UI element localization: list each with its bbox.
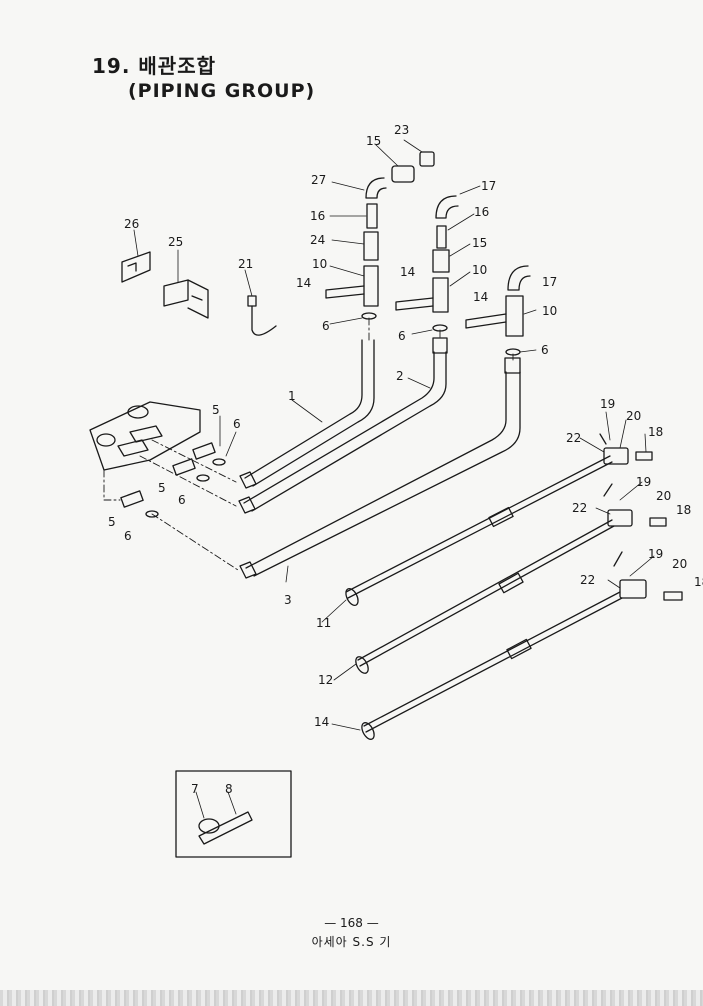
callout-16b: 16 — [474, 205, 489, 219]
callout-6d: 6 — [322, 319, 330, 333]
fitting-stack-1 — [325, 151, 435, 320]
callout-10b: 10 — [472, 263, 487, 277]
callout-11: 11 — [316, 616, 331, 630]
scan-edge-strip — [0, 990, 703, 1006]
callout-25: 25 — [168, 235, 183, 249]
cable-11 — [345, 455, 613, 606]
fitting-5a — [192, 442, 226, 466]
callout-22c: 22 — [580, 573, 595, 587]
fitting-5c — [120, 490, 159, 518]
callout-19a: 19 — [600, 397, 615, 411]
callout-20a: 20 — [626, 409, 641, 423]
callout-6c: 6 — [124, 529, 132, 543]
leader-lines — [133, 139, 655, 819]
page-title-english: (PIPING GROUP) — [128, 80, 316, 102]
callout-15a: 15 — [366, 134, 381, 148]
callout-14d: 14 — [314, 715, 329, 729]
clevis-assembly-2 — [603, 483, 667, 527]
callout-1: 1 — [288, 389, 296, 403]
callout-5b: 5 — [158, 481, 166, 495]
pipe-1 — [239, 339, 375, 489]
callout-18c: 18 — [694, 575, 703, 589]
callout-18b: 18 — [676, 503, 691, 517]
center-lines — [103, 317, 514, 571]
callout-22a: 22 — [566, 431, 581, 445]
callout-26: 26 — [124, 217, 139, 231]
callout-21: 21 — [238, 257, 253, 271]
callout-12: 12 — [318, 673, 333, 687]
callout-14a: 14 — [296, 276, 311, 290]
fitting-stack-2 — [395, 195, 459, 332]
manifold-block — [89, 401, 201, 471]
callout-22b: 22 — [572, 501, 587, 515]
callout-18a: 18 — [648, 425, 663, 439]
callout-6e: 6 — [398, 329, 406, 343]
callout-20c: 20 — [672, 557, 687, 571]
footer-caption: 아세아 S.S 기 — [311, 935, 392, 949]
callout-14c: 14 — [473, 290, 488, 304]
pipe-2 — [238, 337, 448, 514]
callout-16a: 16 — [310, 209, 325, 223]
fitting-stack-3 — [465, 265, 531, 356]
callout-6a: 6 — [233, 417, 241, 431]
fitting-5b — [172, 458, 210, 482]
callout-2: 2 — [396, 369, 404, 383]
callout-5c: 5 — [108, 515, 116, 529]
bracket-25 — [163, 279, 209, 319]
bracket-26 — [121, 251, 151, 283]
page-title-korean: 19. 배관조합 — [92, 54, 216, 78]
cable-12 — [355, 519, 615, 674]
page-number: — 168 — — [324, 916, 379, 930]
callout-6f: 6 — [541, 343, 549, 357]
cable-14 — [361, 591, 623, 740]
pipe-3 — [239, 357, 521, 579]
callout-10c: 10 — [542, 304, 557, 318]
callout-19b: 19 — [636, 475, 651, 489]
clevis-assembly-3 — [613, 551, 683, 601]
callout-3: 3 — [284, 593, 292, 607]
callout-27: 27 — [311, 173, 326, 187]
callout-23: 23 — [394, 123, 409, 137]
inset-detail-box — [175, 770, 292, 858]
callout-6b: 6 — [178, 493, 186, 507]
callout-7: 7 — [191, 782, 199, 796]
callout-19c: 19 — [648, 547, 663, 561]
callout-20b: 20 — [656, 489, 671, 503]
callout-5a: 5 — [212, 403, 220, 417]
callout-17b: 17 — [542, 275, 557, 289]
clip-21 — [247, 295, 277, 336]
callout-15b: 15 — [472, 236, 487, 250]
clevis-assembly-1 — [599, 433, 653, 465]
callout-10a: 10 — [312, 257, 327, 271]
callout-14b: 14 — [400, 265, 415, 279]
callout-24: 24 — [310, 233, 325, 247]
callout-17a: 17 — [481, 179, 496, 193]
callout-8: 8 — [225, 782, 233, 796]
